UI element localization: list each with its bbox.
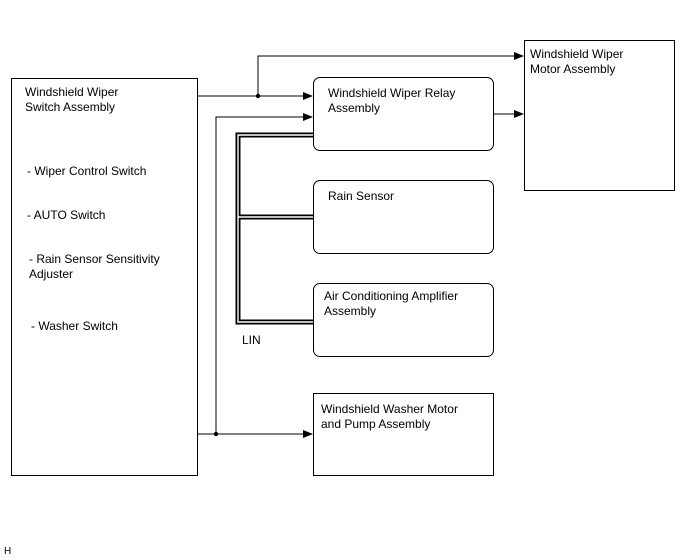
relay-assembly-box: Windshield Wiper Relay Assembly (313, 77, 494, 151)
wire-branch-to-relay (215, 113, 313, 434)
rain-sensor-label: Rain Sensor (328, 189, 395, 203)
washer-switch-item: - Washer Switch (31, 319, 118, 333)
washer-motor-label: Windshield Washer Motor and Pump Assembl… (321, 402, 458, 431)
rain-sensor-adjuster-item: - Rain Sensor Sensitivity Adjuster (29, 252, 160, 281)
relay-assembly-label: Windshield Wiper Relay Assembly (328, 86, 456, 115)
wire-branch-to-wiper-motor (257, 52, 524, 96)
lin-bus (235, 132, 313, 325)
ac-amplifier-box: Air Conditioning Amplifier Assembly (313, 283, 494, 357)
auto-switch-item: - AUTO Switch (27, 208, 106, 222)
wiper-motor-box: Windshield Wiper Motor Assembly (524, 40, 675, 191)
rain-sensor-box: Rain Sensor (313, 180, 494, 254)
ac-amplifier-label: Air Conditioning Amplifier Assembly (324, 289, 459, 318)
wiper-motor-label: Windshield Wiper Motor Assembly (530, 47, 624, 76)
washer-motor-box: Windshield Washer Motor and Pump Assembl… (313, 393, 494, 476)
corner-code: H (4, 546, 12, 557)
switch-assembly-box: Windshield Wiper Switch Assembly - Wiper… (11, 78, 198, 476)
switch-assembly-title: Windshield Wiper Switch Assembly (25, 85, 119, 114)
wiper-control-switch-item: - Wiper Control Switch (27, 164, 147, 178)
lin-label: LIN (242, 333, 261, 347)
